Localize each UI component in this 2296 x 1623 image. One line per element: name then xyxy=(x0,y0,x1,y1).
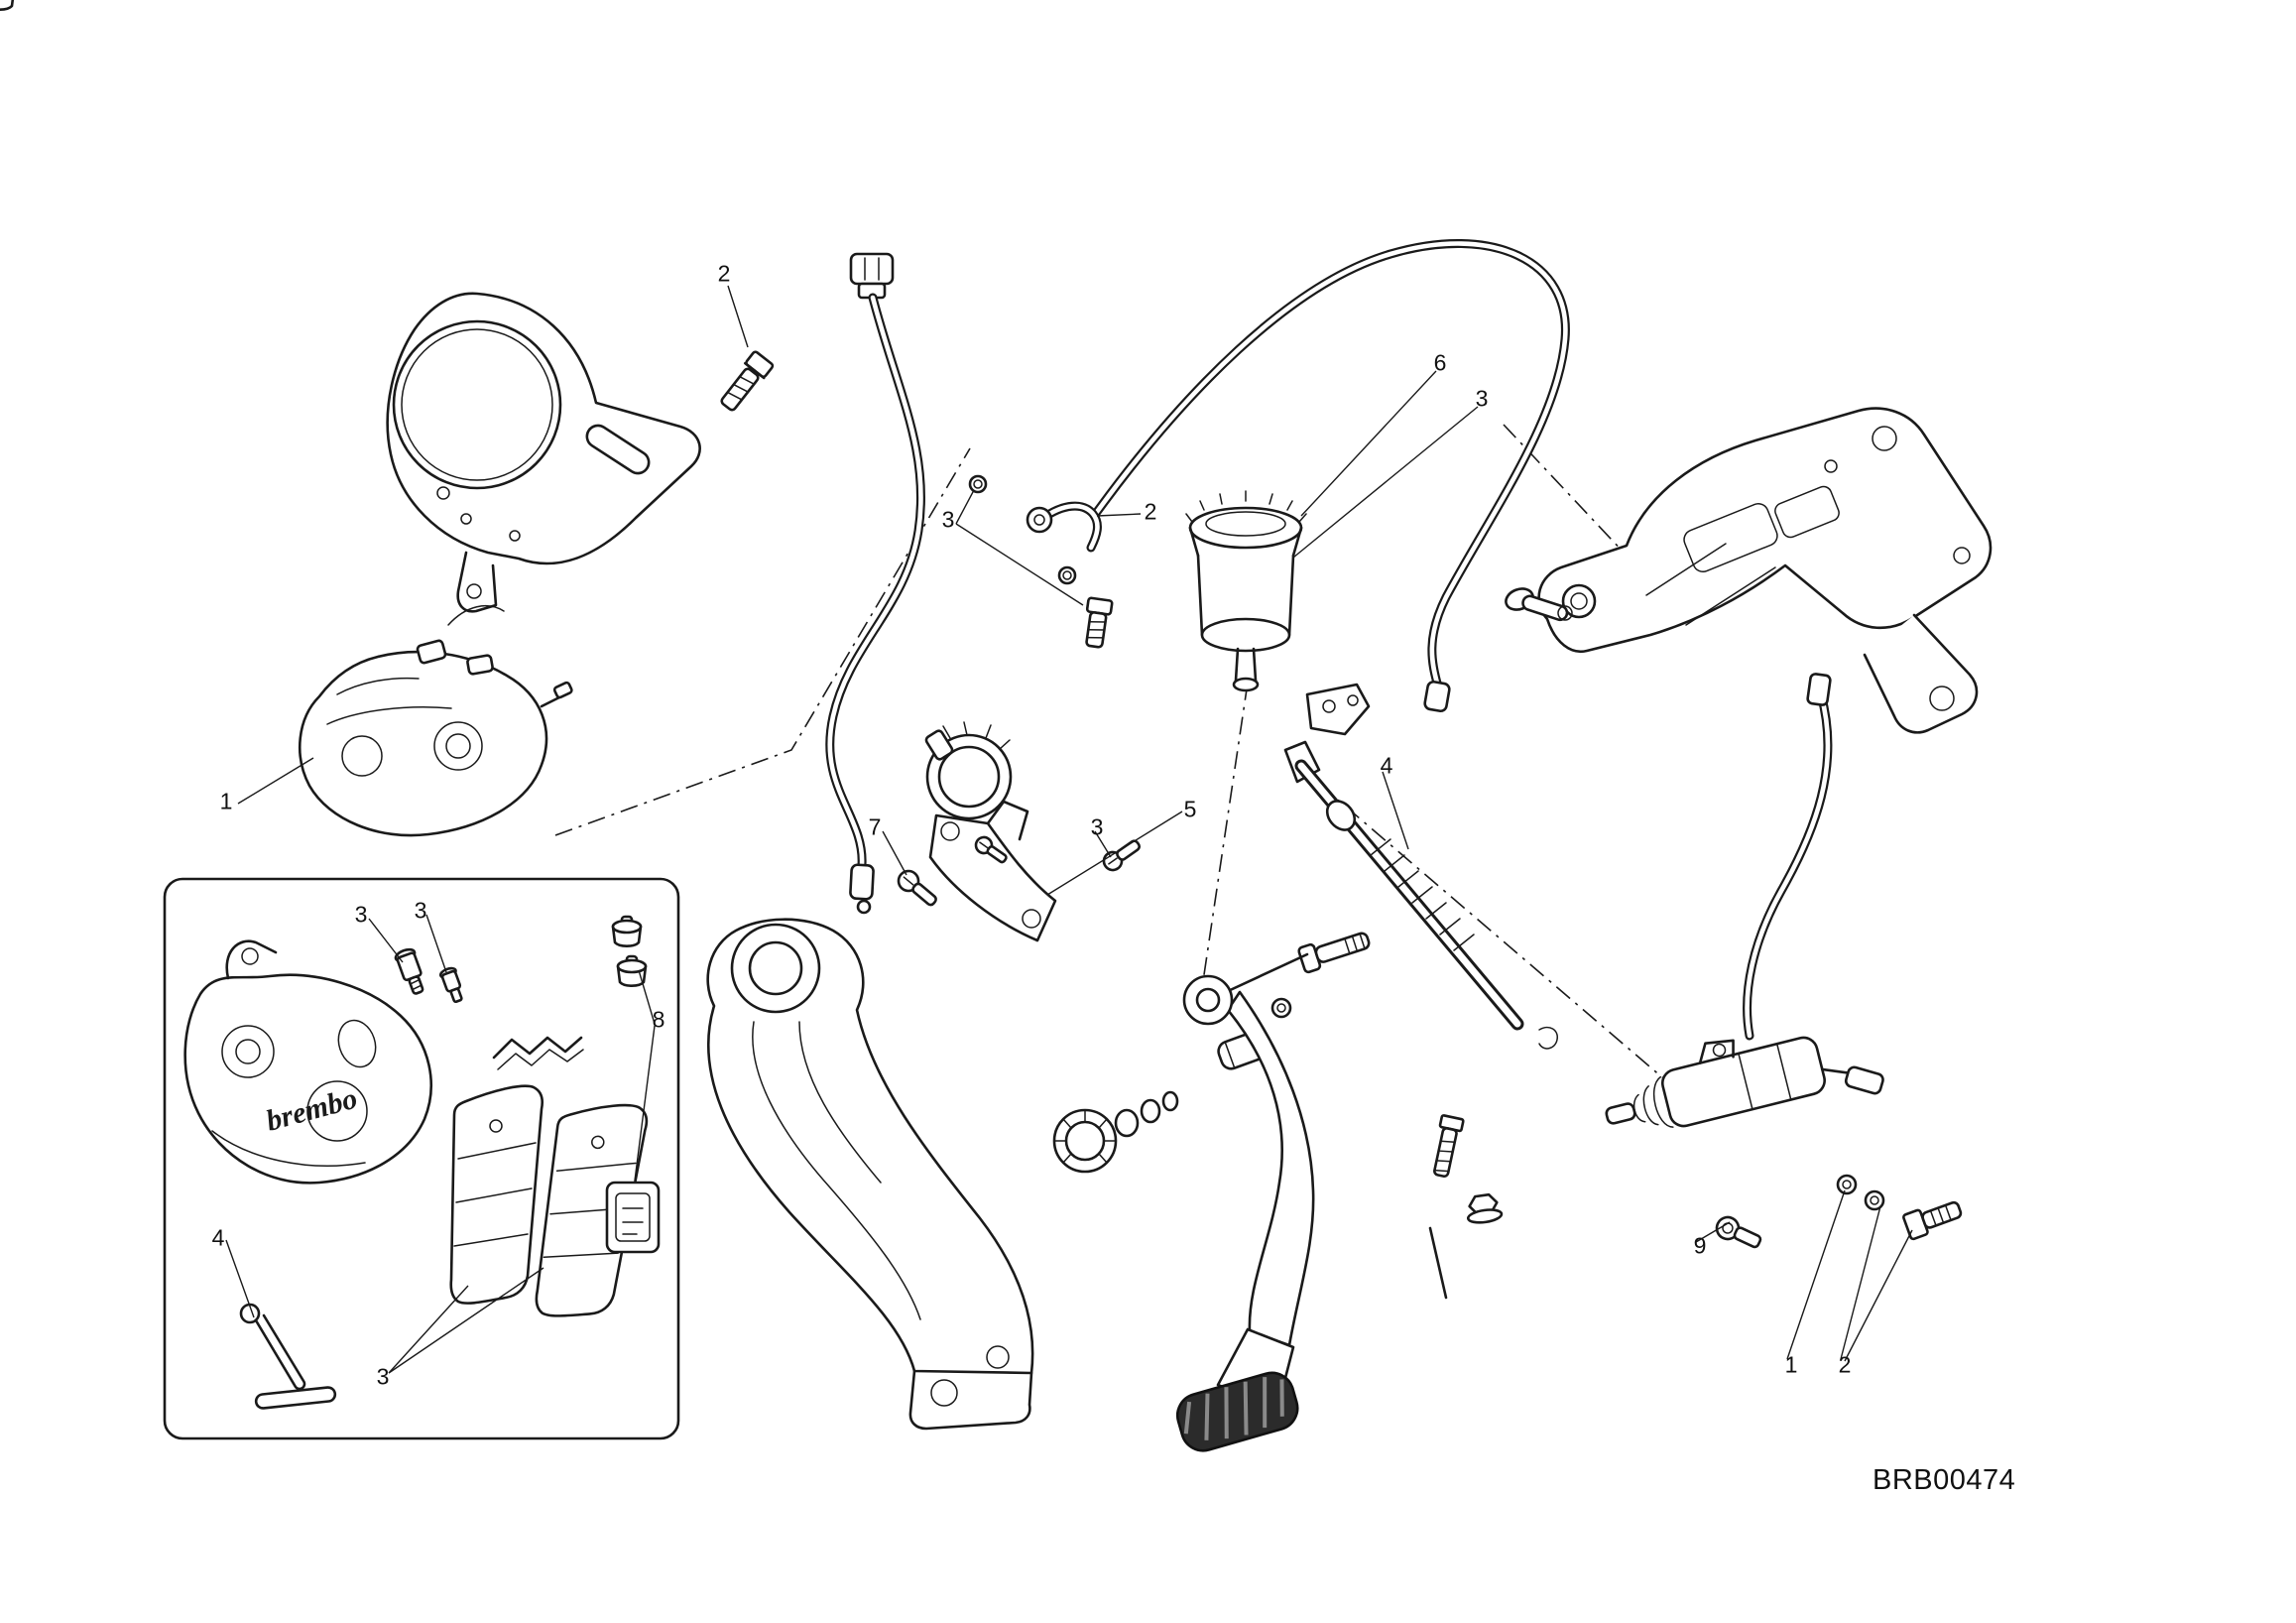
bracket-screw-1 xyxy=(897,869,937,907)
bracket-screw-2 xyxy=(974,835,1008,864)
pushrod-assembly xyxy=(1283,683,1558,1050)
footpeg-bracket xyxy=(706,918,1034,1431)
mc-cap-screw xyxy=(1715,1215,1762,1249)
subframe-lever xyxy=(1505,587,1573,622)
shim-plate xyxy=(605,1181,661,1254)
bracket-screw-3 xyxy=(1102,839,1141,872)
rear-master-cylinder xyxy=(1605,1036,1963,1249)
caliper-detail-inset: brembo xyxy=(0,0,680,1440)
rear-brake-caliper xyxy=(299,604,573,837)
banjo-washer-2 xyxy=(1864,1189,1885,1211)
rear-brake-hose xyxy=(1743,673,1833,1041)
sensor-holder-bracket xyxy=(928,800,1057,942)
brake-pedal xyxy=(1175,952,1315,1452)
subframe-bracket xyxy=(1505,407,1993,734)
rubber-cap xyxy=(0,0,15,11)
flange-nut xyxy=(1466,1192,1504,1224)
washers xyxy=(1114,1090,1179,1138)
shoulder-bolt xyxy=(1297,932,1371,974)
rubber-grommet xyxy=(1052,1108,1118,1174)
pad-pin xyxy=(239,1303,337,1410)
construction-lines xyxy=(554,424,1663,1300)
mount-bolt xyxy=(1433,1114,1465,1179)
bleed-fitting-2 xyxy=(438,966,463,1004)
fluid-reservoir xyxy=(1092,239,1570,713)
caliper-detail-drawing: brembo xyxy=(183,939,432,1185)
pedal-rubber xyxy=(1175,1371,1299,1452)
elbow-fitting-parts xyxy=(968,474,1114,649)
diagram-code: BRB00474 xyxy=(1873,1464,2016,1496)
brake-pad xyxy=(449,1084,544,1305)
hose-clamp xyxy=(924,721,1013,820)
leader-lines xyxy=(225,285,1913,1374)
pad-spring-clip xyxy=(492,1036,584,1070)
banjo-washer-1 xyxy=(1836,1174,1858,1195)
brake-disc-guard xyxy=(386,292,701,613)
spring-washer xyxy=(1270,997,1292,1019)
guard-bolt xyxy=(720,350,775,412)
bleed-fitting-1 xyxy=(394,947,424,995)
banjo-bolt xyxy=(1902,1200,1963,1241)
speed-sensor-cable xyxy=(825,252,925,915)
